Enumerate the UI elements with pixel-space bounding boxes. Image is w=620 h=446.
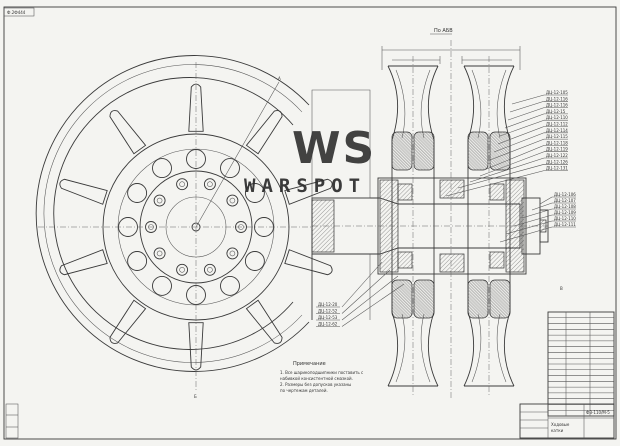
hub-hole [220,158,240,179]
callout-list-top: ДЦ-12-105ДЦ-12-116ДЦ-12-116ДЦ-12-15ДЦ-12… [544,90,568,171]
note-line: 2. Размеры без допусков указаны [280,382,351,387]
title-block: Ф3-110/М-5 Ходовые катки [519,403,615,439]
notes-heading: Примечание [293,361,326,367]
rubber-insert [467,279,489,319]
warspot-watermark: WS WARSPOT [244,123,376,197]
hub-hole [244,251,265,271]
callout-label: ДЦ-12-131 [546,166,568,171]
corner-tag-box [3,7,35,17]
hub-bolt [176,263,189,276]
callout-label: ДЦ-12-105 [546,90,568,95]
callout-label: ДЦ-12-62 [318,322,338,327]
wheel-spoke [59,249,108,276]
hub-hole [152,275,172,296]
callout-label: ДЦ-12-122 [546,153,568,158]
wheel-spoke [59,178,108,205]
wheel-spoke [188,83,204,132]
watermark-logo: WS [292,123,376,174]
callout-label: ДЦ-12-52 [318,309,338,314]
wheel-spoke [284,249,333,276]
rubber-insert [413,131,435,171]
corner-tag: Ф.2Ф444 [7,10,26,15]
hub-bolt [176,178,189,191]
bearing [489,183,505,201]
rubber-insert [413,279,435,319]
hub-hole [127,183,148,203]
wheel-spoke [188,322,204,371]
bom-table [547,311,615,417]
callout-label: ДЦ-12-110 [546,115,568,120]
note-line: по чертежам деталей. [280,388,328,393]
callout-label: ДЦ-12-116 [546,103,568,108]
callout-label: ДЦ-12-111 [554,222,576,227]
section-mark-c: В [560,286,563,291]
callout-label: ДЦ-12-20 [318,302,338,307]
callout-label: ДЦ-12-107 [554,198,576,203]
callout-leaders [341,94,553,327]
hub-bolt [235,221,247,233]
rubber-insert [391,279,413,319]
hub-bolt [153,194,166,207]
callout-label: ДЦ-12-109 [554,210,576,215]
hub-hole [127,251,148,271]
rubber-insert [467,131,489,171]
axle [311,197,521,255]
hub-bolt [226,194,239,207]
bearing [397,183,413,201]
hub-bolt [203,263,216,276]
sheet-frame [3,6,617,440]
callout-label: ДЦ-12-126 [546,159,568,164]
callout-label: ДЦ-12-15 [546,109,566,114]
wheel-spoke [245,110,283,155]
hub-bolt [203,178,216,191]
hub-hole [244,183,265,203]
callout-list-mid: ДЦ-12-106ДЦ-12-107ДЦ-12-108ДЦ-12-109ДЦ-1… [552,192,576,228]
callout-label: ДЦ-12-115 [546,134,568,139]
wheel-spokes [59,83,333,371]
hub-hole [220,275,240,296]
callout-label: ДЦ-12-118 [546,140,568,145]
watermark-name: WARSPOT [244,175,366,197]
rubber-insert [489,131,511,171]
wheel-section-view: По АБВ [311,28,553,398]
title-block-name: Ходовые [551,422,570,427]
section-mark-b: Б [194,394,197,399]
section-title: По АБВ [434,28,453,34]
callout-label: ДЦ-12-108 [554,204,576,209]
title-block-ref: Ф3-110/М-5 [586,410,610,415]
bearing [489,251,505,269]
bearing [397,251,413,269]
drawing-notes: Примечание 1. Все шарикоподшипники поста… [280,361,363,393]
rubber-insert [391,131,413,171]
callout-label: ДЦ-12-119 [546,147,568,152]
wheel-spoke [284,178,333,205]
wheel-spoke [245,299,283,344]
hub-hole [152,158,172,179]
callout-label: ДЦ-12-116 [546,96,568,101]
callout-label: ДЦ-12-106 [554,192,576,197]
side-stamp [5,403,19,439]
note-line: 1. Все шарикоподшипники поставить с [280,370,363,375]
callout-label: ДЦ-12-53 [318,315,338,320]
balancer-arm [311,89,371,199]
hub-bolt [226,247,239,260]
section-mark-a: А [278,76,281,81]
callout-label: ДЦ-12-110 [554,216,576,221]
callout-label: ДЦ-12-114 [546,128,568,133]
title-block-name: катки [551,428,564,433]
callout-label: ДЦ-12-112 [546,122,568,127]
wheel-spoke [109,299,147,344]
wheel-front-view: А Б [35,55,333,399]
note-line: набивкой консистентной смазкой. [280,376,353,381]
wheel-spoke [109,110,147,155]
hub-hole [186,149,206,169]
hub-bolt [153,247,166,260]
rubber-insert [489,279,511,319]
